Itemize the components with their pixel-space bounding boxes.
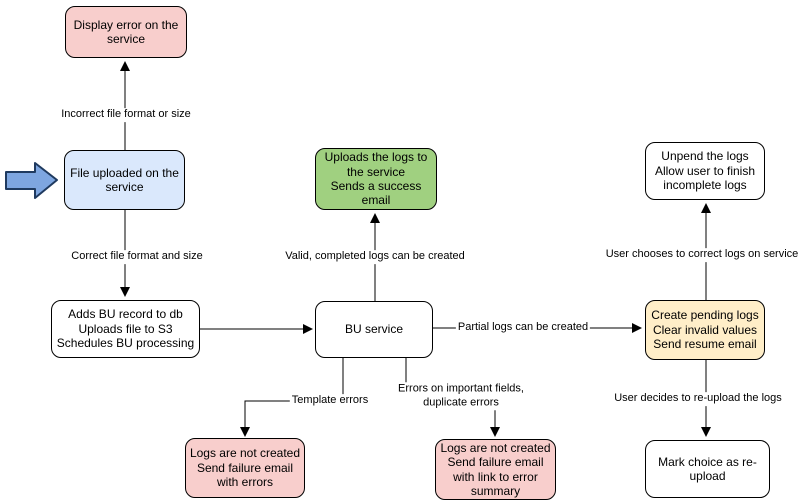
edge-label-template-errors: Template errors: [289, 394, 371, 408]
edge-label-valid-logs: Valid, completed logs can be created: [283, 250, 467, 264]
node-file-uploaded: File uploaded on the service: [64, 150, 185, 210]
node-display-error: Display error on the service: [65, 6, 187, 58]
node-logs-not-created-errors: Logs are not created Send failure email …: [185, 438, 305, 498]
edge-label-partial-logs: Partial logs can be created: [455, 321, 591, 335]
node-create-pending: Create pending logs Clear invalid values…: [645, 300, 765, 360]
node-unpend-logs: Unpend the logs Allow user to finish inc…: [645, 142, 765, 200]
edge-label-correct-format: Correct file format and size: [69, 250, 205, 264]
node-mark-reupload: Mark choice as re- upload: [645, 440, 770, 498]
edge-label-user-corrects: User chooses to correct logs on service: [603, 248, 801, 262]
node-bu-service: BU service: [315, 301, 433, 358]
node-adds-bu-record: Adds BU record to db Uploads file to S3 …: [51, 300, 200, 358]
edge-label-user-reuploads: User decides to re-upload the logs: [612, 392, 784, 406]
node-logs-not-created-summary: Logs are not created Send failure email …: [435, 439, 556, 500]
node-uploads-logs: Uploads the logs to the service Sends a …: [315, 148, 437, 210]
edge-label-incorrect-format: Incorrect file format or size: [59, 108, 193, 122]
start-pointer-arrow: [5, 162, 58, 199]
edge-label-important-field-errors: Errors on important fields, duplicate er…: [396, 382, 526, 410]
